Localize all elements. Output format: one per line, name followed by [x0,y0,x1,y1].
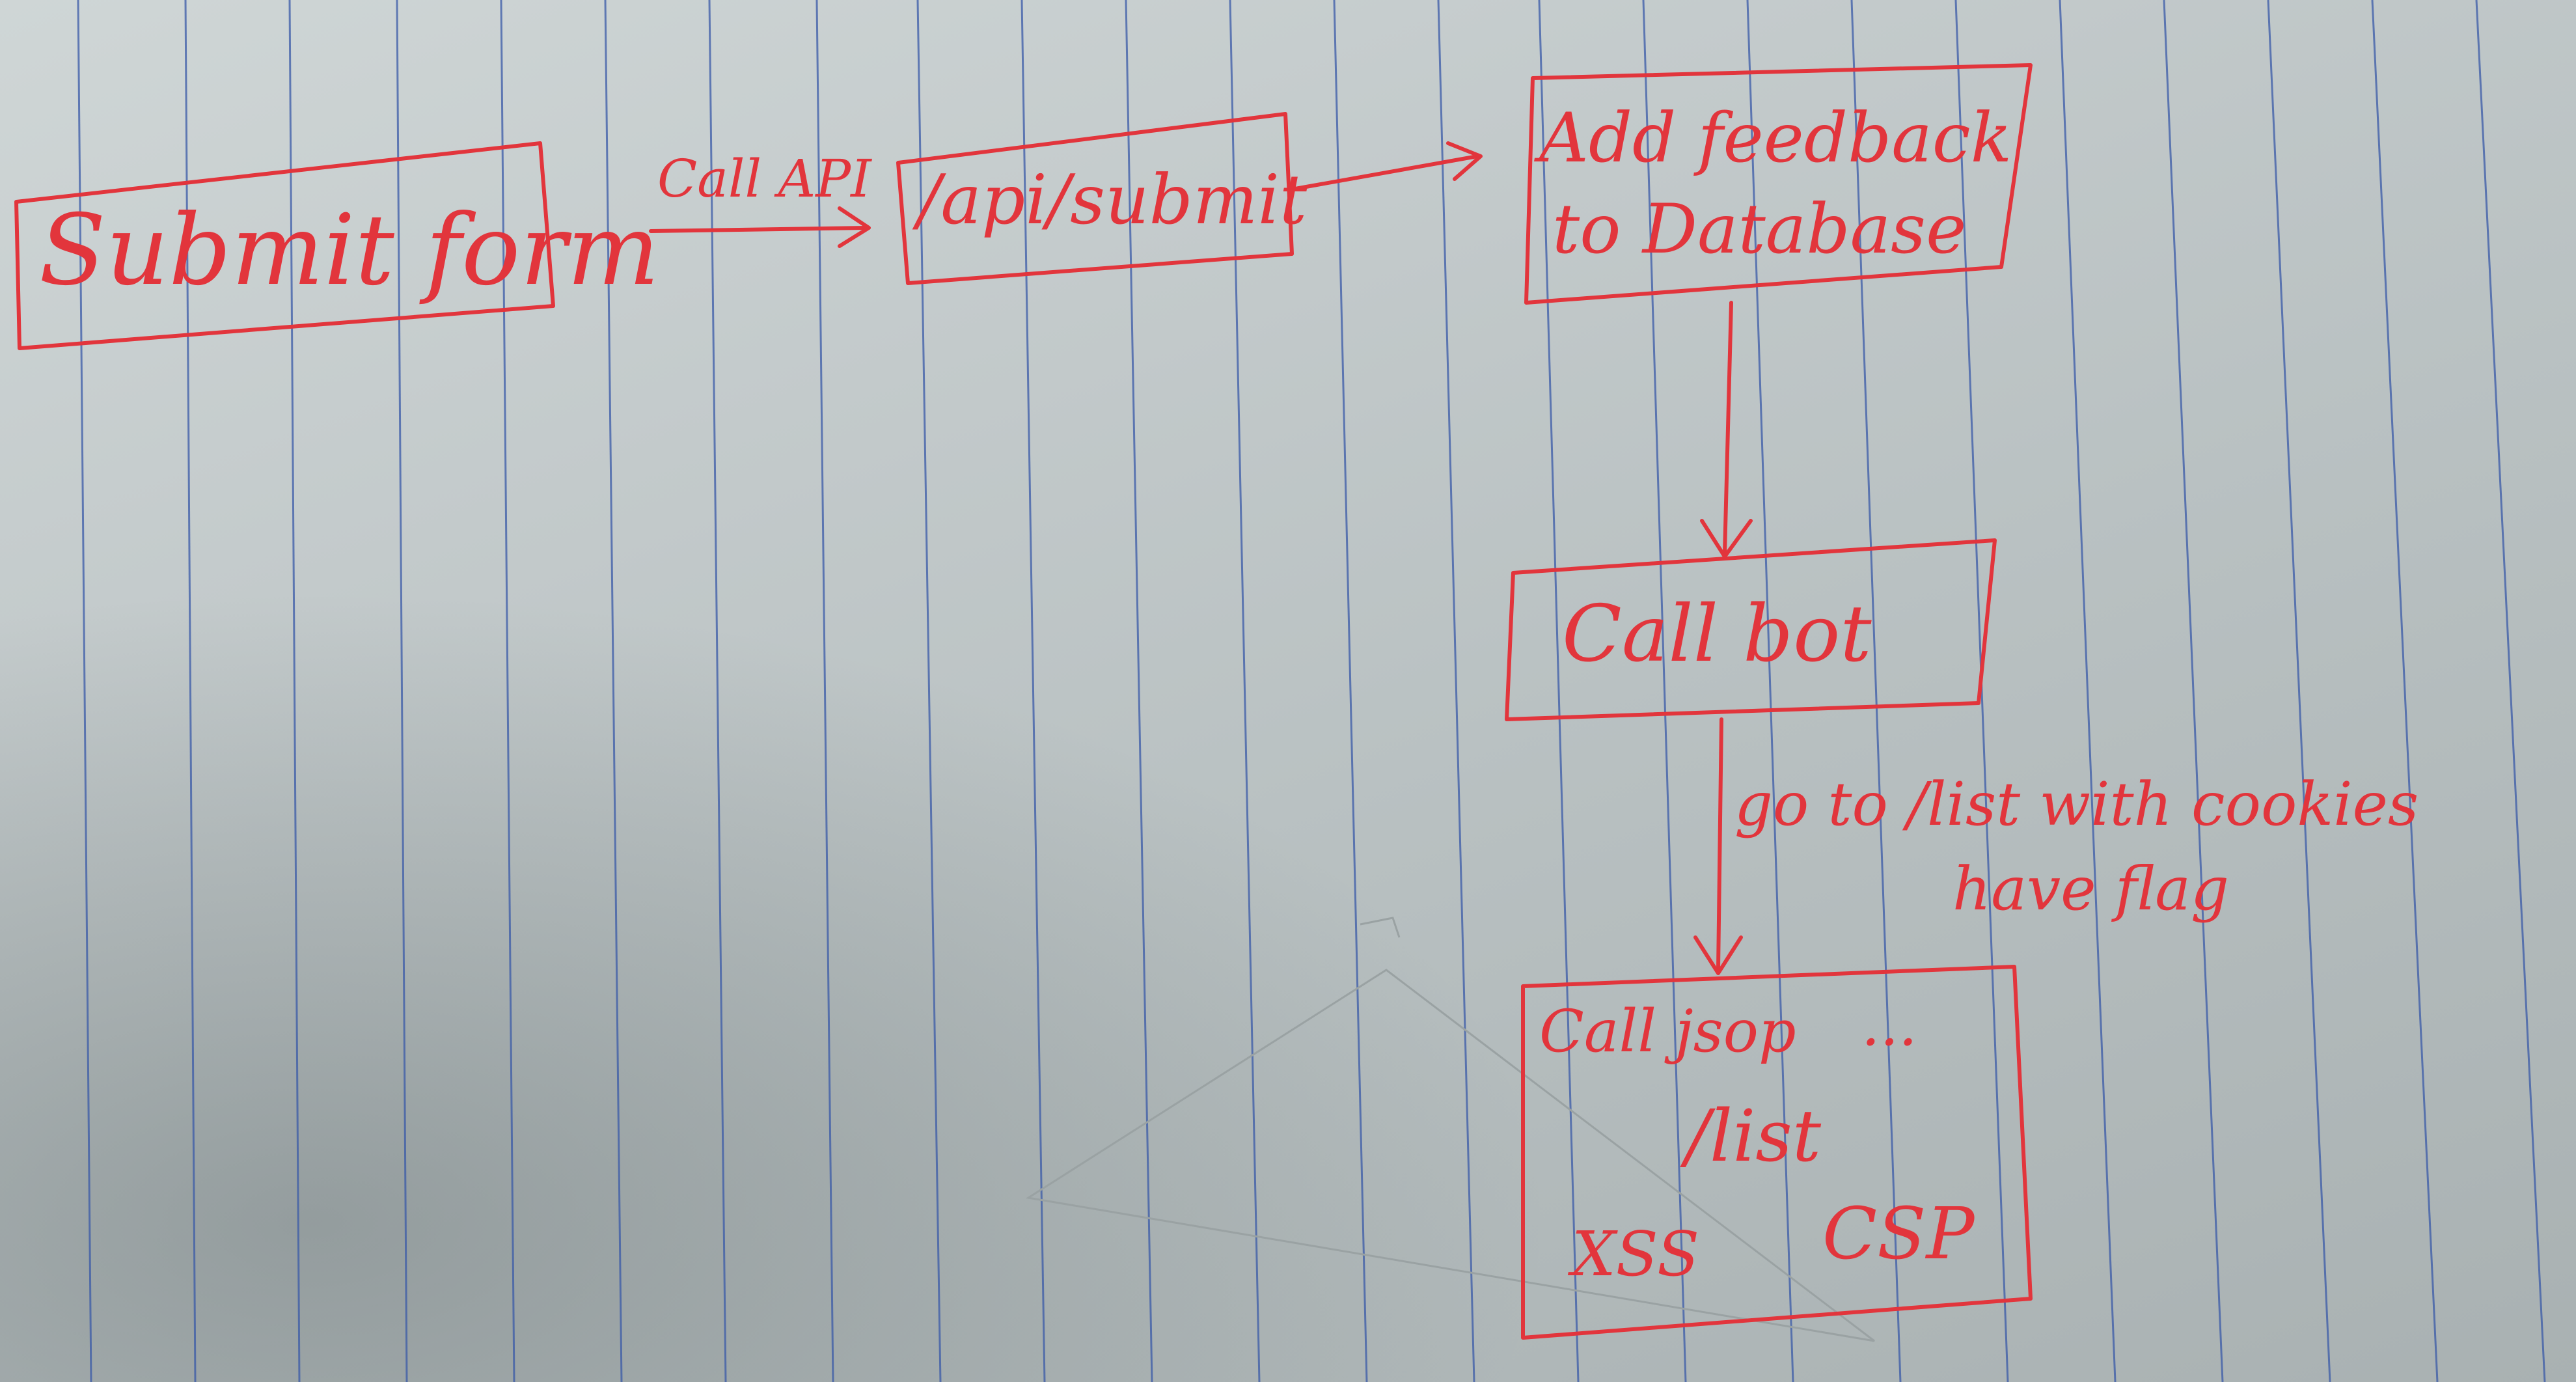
arrow-to-call-bot [1700,301,1753,559]
goto-list-label-line1: go to /list with cookies [1734,769,2419,839]
add-feedback-box [1524,63,2033,305]
call-api-label: Call API [657,148,871,209]
ruled-lines [77,0,2546,1382]
api-submit-box [896,112,1294,285]
csp-label: CSP [1822,1192,1975,1275]
ellipsis-label: ... [1861,991,1917,1059]
goto-list-label-line2: have flag [1953,854,2229,924]
api-submit-label: /api/submit [918,160,1308,240]
call-bot-box [1505,538,1997,721]
arrow-call-api [649,206,871,248]
add-feedback-label-line2: to Database [1552,189,1967,269]
submit-form-label: Submit form [39,194,660,307]
add-feedback-label-line1: Add feedback [1539,98,2012,178]
xss-label: XSS [1572,1219,1700,1290]
paper-shadow [0,586,1562,1382]
submit-form-box [14,141,555,350]
pencil-sketch [1025,917,1875,1342]
arrow-to-list [1693,717,1743,975]
list-path-label: /list [1686,1094,1822,1178]
list-box [1521,965,2033,1340]
call-bot-label: Call bot [1562,589,1872,680]
call-jsop-label: Call jsop [1539,997,1796,1066]
arrow-to-database [1293,141,1483,191]
